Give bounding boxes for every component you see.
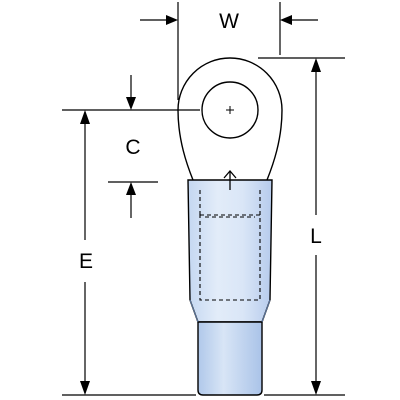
hidden-barrel <box>199 190 261 301</box>
barrel-outline <box>199 214 261 301</box>
c-arrow-bottom <box>126 182 136 195</box>
l-arrow-top <box>311 58 321 72</box>
insulation-sleeve <box>187 179 273 396</box>
dimension-c-label: C <box>125 136 140 159</box>
ring-tongue-outline <box>177 57 283 181</box>
dimension-l-label: L <box>310 225 322 248</box>
l-arrow-bottom <box>311 381 321 395</box>
e-arrow-bottom <box>80 381 90 395</box>
dimension-l <box>258 57 345 396</box>
w-arrow-left <box>166 15 178 25</box>
wire-stop-arrow <box>223 170 237 190</box>
sleeve-upper <box>187 179 273 323</box>
sleeve-tip <box>197 321 263 396</box>
ring-terminal <box>177 57 283 181</box>
w-arrow-right <box>280 15 292 25</box>
c-arrow-top <box>126 97 136 110</box>
e-arrow-top <box>80 110 90 124</box>
dimension-w <box>140 2 318 100</box>
dimension-w-label: W <box>219 10 239 33</box>
dimension-c <box>62 75 200 218</box>
shoulder-line-left <box>189 299 199 323</box>
dimension-e <box>62 110 196 396</box>
dimension-e-label: E <box>79 250 93 273</box>
shoulder-line-right <box>261 299 271 323</box>
